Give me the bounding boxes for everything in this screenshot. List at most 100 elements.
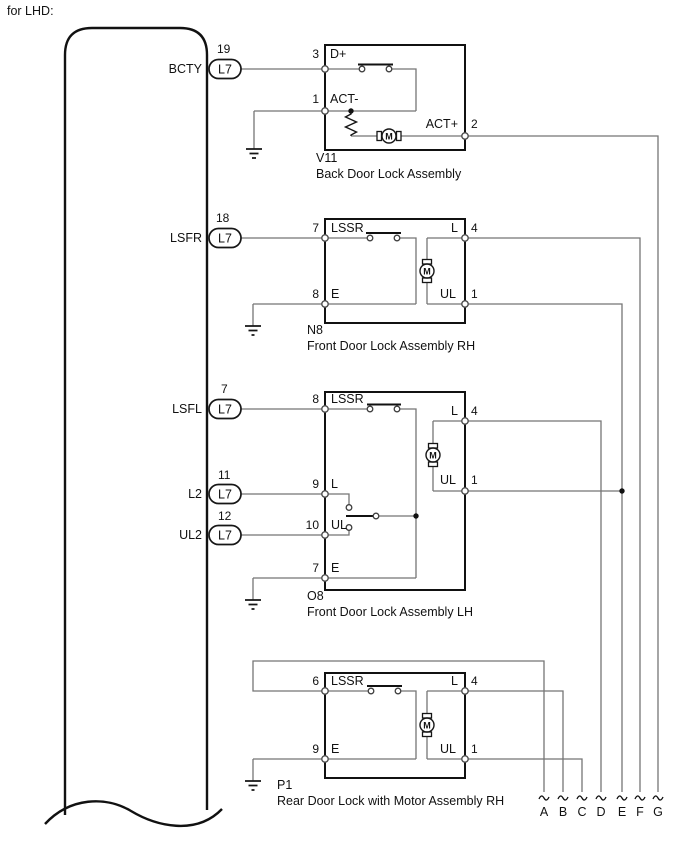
pin-no-1: 1 — [471, 742, 478, 756]
pin-no-7: 7 — [312, 221, 319, 235]
wire-break-tilde — [595, 795, 607, 801]
component-box — [324, 44, 466, 151]
junction-dot-e-bus — [619, 488, 625, 494]
pin-label-lssr: LSSR — [331, 392, 364, 406]
wire-p1-ul-to-c — [427, 758, 583, 792]
pin-number: 18 — [216, 211, 230, 225]
connector-oval — [208, 483, 242, 505]
pin-number: 12 — [218, 509, 232, 523]
pin-no-4: 4 — [471, 221, 478, 235]
pin-label-e: E — [331, 742, 339, 756]
offpage-connector-b: B — [557, 795, 569, 819]
switch-contact — [366, 234, 374, 242]
ecu-pin-l2: 11 L2 L7 — [188, 468, 242, 505]
wire-lsfl-to-o8 — [241, 408, 417, 600]
connector-oval — [208, 58, 242, 80]
ecu-pin-lsfr: 18 LSFR L7 — [170, 211, 242, 249]
connector-letter: F — [636, 805, 644, 819]
terminal-4 — [461, 687, 469, 695]
pin-no-3: 3 — [312, 47, 319, 61]
component-n8-front-door-lock-rh: M 7 LSSR 8 E L 4 UL 1 N8 Front Door Lock… — [245, 218, 478, 353]
wire-break-tilde — [576, 795, 588, 801]
terminal-1 — [461, 300, 469, 308]
pin-label-ul: UL — [440, 473, 456, 487]
connector-oval — [208, 227, 242, 249]
terminal-9 — [321, 755, 329, 763]
pin-no-9: 9 — [312, 477, 319, 491]
switch-contact — [393, 405, 401, 413]
terminal-10 — [321, 531, 329, 539]
wire-p1-switch-loop — [252, 690, 417, 781]
wire-break-tilde — [652, 795, 664, 801]
switch-contact — [366, 405, 374, 413]
offpage-connector-c: C — [576, 795, 588, 819]
pin-number: 11 — [218, 468, 231, 482]
pin-no-4: 4 — [471, 404, 478, 418]
wire-break-tilde — [538, 795, 550, 801]
motor-symbol: M — [419, 258, 435, 284]
motor-symbol: M — [376, 128, 402, 144]
ecu-outline — [63, 26, 209, 815]
terminal-7 — [321, 574, 329, 582]
ground-symbol — [245, 599, 261, 610]
pin-no-8: 8 — [312, 287, 319, 301]
changeover-contact-l — [345, 504, 353, 511]
signal-label: LSFR — [170, 231, 202, 245]
component-code: P1 — [277, 778, 292, 792]
terminal-1 — [461, 487, 469, 495]
terminal-8 — [321, 300, 329, 308]
pin-no-1: 1 — [471, 287, 478, 301]
component-box — [324, 218, 466, 324]
connector-letter: G — [653, 805, 663, 819]
motor-symbol: M — [425, 442, 441, 468]
switch-contact — [358, 65, 366, 73]
pin-label-l: L — [451, 404, 458, 418]
pin-no-2: 2 — [471, 117, 478, 131]
connector-code: L7 — [218, 232, 232, 246]
switch-contact — [385, 65, 393, 73]
wire-v11-actplus-to-g — [351, 135, 659, 792]
connector-letter: D — [596, 805, 605, 819]
signal-label: BCTY — [169, 62, 203, 76]
pin-no-1: 1 — [471, 473, 478, 487]
pin-label-ul: UL — [440, 287, 456, 301]
signal-label: UL2 — [179, 528, 202, 542]
motor-body — [419, 717, 435, 733]
component-name: Front Door Lock Assembly LH — [307, 605, 473, 619]
motor-letter: M — [385, 131, 393, 141]
ecu-pin-bcty: 19 BCTY L7 — [169, 42, 242, 80]
offpage-connector-a: A — [538, 795, 550, 819]
offpage-connector-d: D — [595, 795, 607, 819]
connector-letter: B — [559, 805, 567, 819]
motor-body — [419, 263, 435, 279]
component-name: Back Door Lock Assembly — [316, 167, 462, 181]
terminal-1 — [321, 107, 329, 115]
motor-letter: M — [423, 720, 431, 730]
wire-break-tilde — [634, 795, 646, 801]
ecu-pin-lsfl: 7 LSFL L7 — [172, 382, 242, 420]
pin-label-l: L — [451, 221, 458, 235]
component-box — [324, 672, 466, 779]
pin-label-l-in: L — [331, 477, 338, 491]
pin-no-1: 1 — [312, 92, 319, 106]
motor-body — [381, 128, 397, 144]
signal-label: L2 — [188, 487, 202, 501]
offpage-connector-f: F — [634, 795, 646, 819]
offpage-connector-g: G — [652, 795, 664, 819]
resistor-symbol — [343, 111, 359, 136]
pin-label-ul: UL — [440, 742, 456, 756]
pin-number: 19 — [217, 42, 231, 56]
page-note: for LHD: — [7, 4, 54, 18]
ecu-pin-ul2: 12 UL2 L7 — [179, 509, 242, 546]
pin-label-lssr: LSSR — [331, 674, 364, 688]
connector-oval — [208, 398, 242, 420]
connector-code: L7 — [218, 529, 232, 543]
wire-break-tilde — [616, 795, 628, 801]
wire-p1-l-to-b — [426, 690, 564, 792]
component-name: Front Door Lock Assembly RH — [307, 339, 475, 353]
component-name: Rear Door Lock with Motor Assembly RH — [277, 794, 504, 808]
terminal-9 — [321, 490, 329, 498]
pin-label-act-minus: ACT- — [330, 92, 358, 106]
connector-letter: C — [577, 805, 586, 819]
